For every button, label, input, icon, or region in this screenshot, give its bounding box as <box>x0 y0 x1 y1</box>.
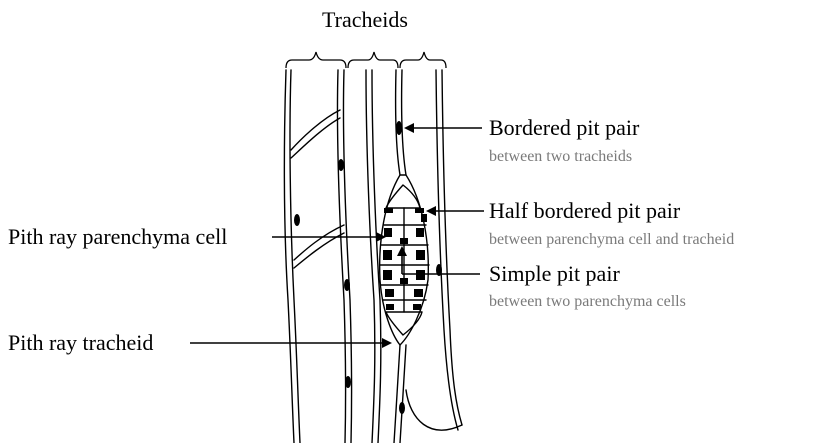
bordered-pit-pair <box>396 121 402 135</box>
tracheid-wall-6a <box>436 70 458 430</box>
tracheid-walls <box>284 70 462 443</box>
simple-pit <box>400 238 408 244</box>
half-bordered-sublabel: between parenchyma cell and tracheid <box>489 231 734 248</box>
ray-top-tracheid <box>386 185 420 208</box>
pit-1 <box>338 159 344 171</box>
tracheid-wall-2a <box>337 70 345 443</box>
pit-5 <box>399 402 405 414</box>
half-bordered-arrowhead <box>426 206 436 216</box>
oblique-end-wall <box>291 110 340 158</box>
ray-pit-12 <box>413 304 421 310</box>
parenchyma-label: Pith ray parenchyma cell <box>8 224 227 249</box>
half-bordered-label: Half bordered pit pair <box>489 198 681 223</box>
bordered-sublabel: between two tracheids <box>489 148 632 165</box>
ray-pit-4 <box>416 228 424 237</box>
ray-bottom-tracheid <box>386 312 422 335</box>
diagram-title: Tracheids <box>322 7 408 32</box>
simple-sublabel: between two parenchyma cells <box>489 293 686 310</box>
pit-3 <box>345 376 351 388</box>
simple-label: Simple pit pair <box>489 261 620 286</box>
pit-4 <box>294 214 300 226</box>
brace-right <box>400 52 446 68</box>
ray-pit-11 <box>386 304 394 310</box>
ray-pit-5 <box>383 250 392 260</box>
pith-ray <box>380 175 429 345</box>
ray-pit-9 <box>385 289 394 297</box>
brace-middle <box>348 52 398 68</box>
simple-arrowhead <box>397 246 407 256</box>
pit-2 <box>344 279 350 291</box>
tracheid-wall-3a <box>366 70 375 443</box>
labels: Bordered pit pair between two tracheids … <box>8 115 734 355</box>
ray-pit-13 <box>400 278 408 284</box>
brace-left <box>286 52 346 68</box>
ray-pit-3 <box>384 228 392 237</box>
tracheid-wall-4b <box>402 70 406 175</box>
ray-pit-8 <box>416 270 425 280</box>
bordered-arrowhead <box>404 123 414 133</box>
tracheid-braces <box>286 52 446 68</box>
bordered-label: Bordered pit pair <box>489 115 640 140</box>
tracheid-wall-5b <box>400 345 406 443</box>
ray-pit-2 <box>415 208 424 213</box>
ray-pit-6 <box>416 250 425 260</box>
tracheid-wall-5a <box>394 345 400 443</box>
oblique-end-wall-2 <box>294 225 344 268</box>
ray-pit-7 <box>383 270 392 280</box>
ray-tracheid-label: Pith ray tracheid <box>8 330 153 355</box>
ray-tracheid-arrowhead <box>382 338 392 348</box>
tracheid-wall-6b <box>442 70 462 425</box>
ray-pit-10 <box>414 289 423 297</box>
ray-pit-1 <box>384 208 393 213</box>
half-bordered-pit <box>421 214 427 222</box>
